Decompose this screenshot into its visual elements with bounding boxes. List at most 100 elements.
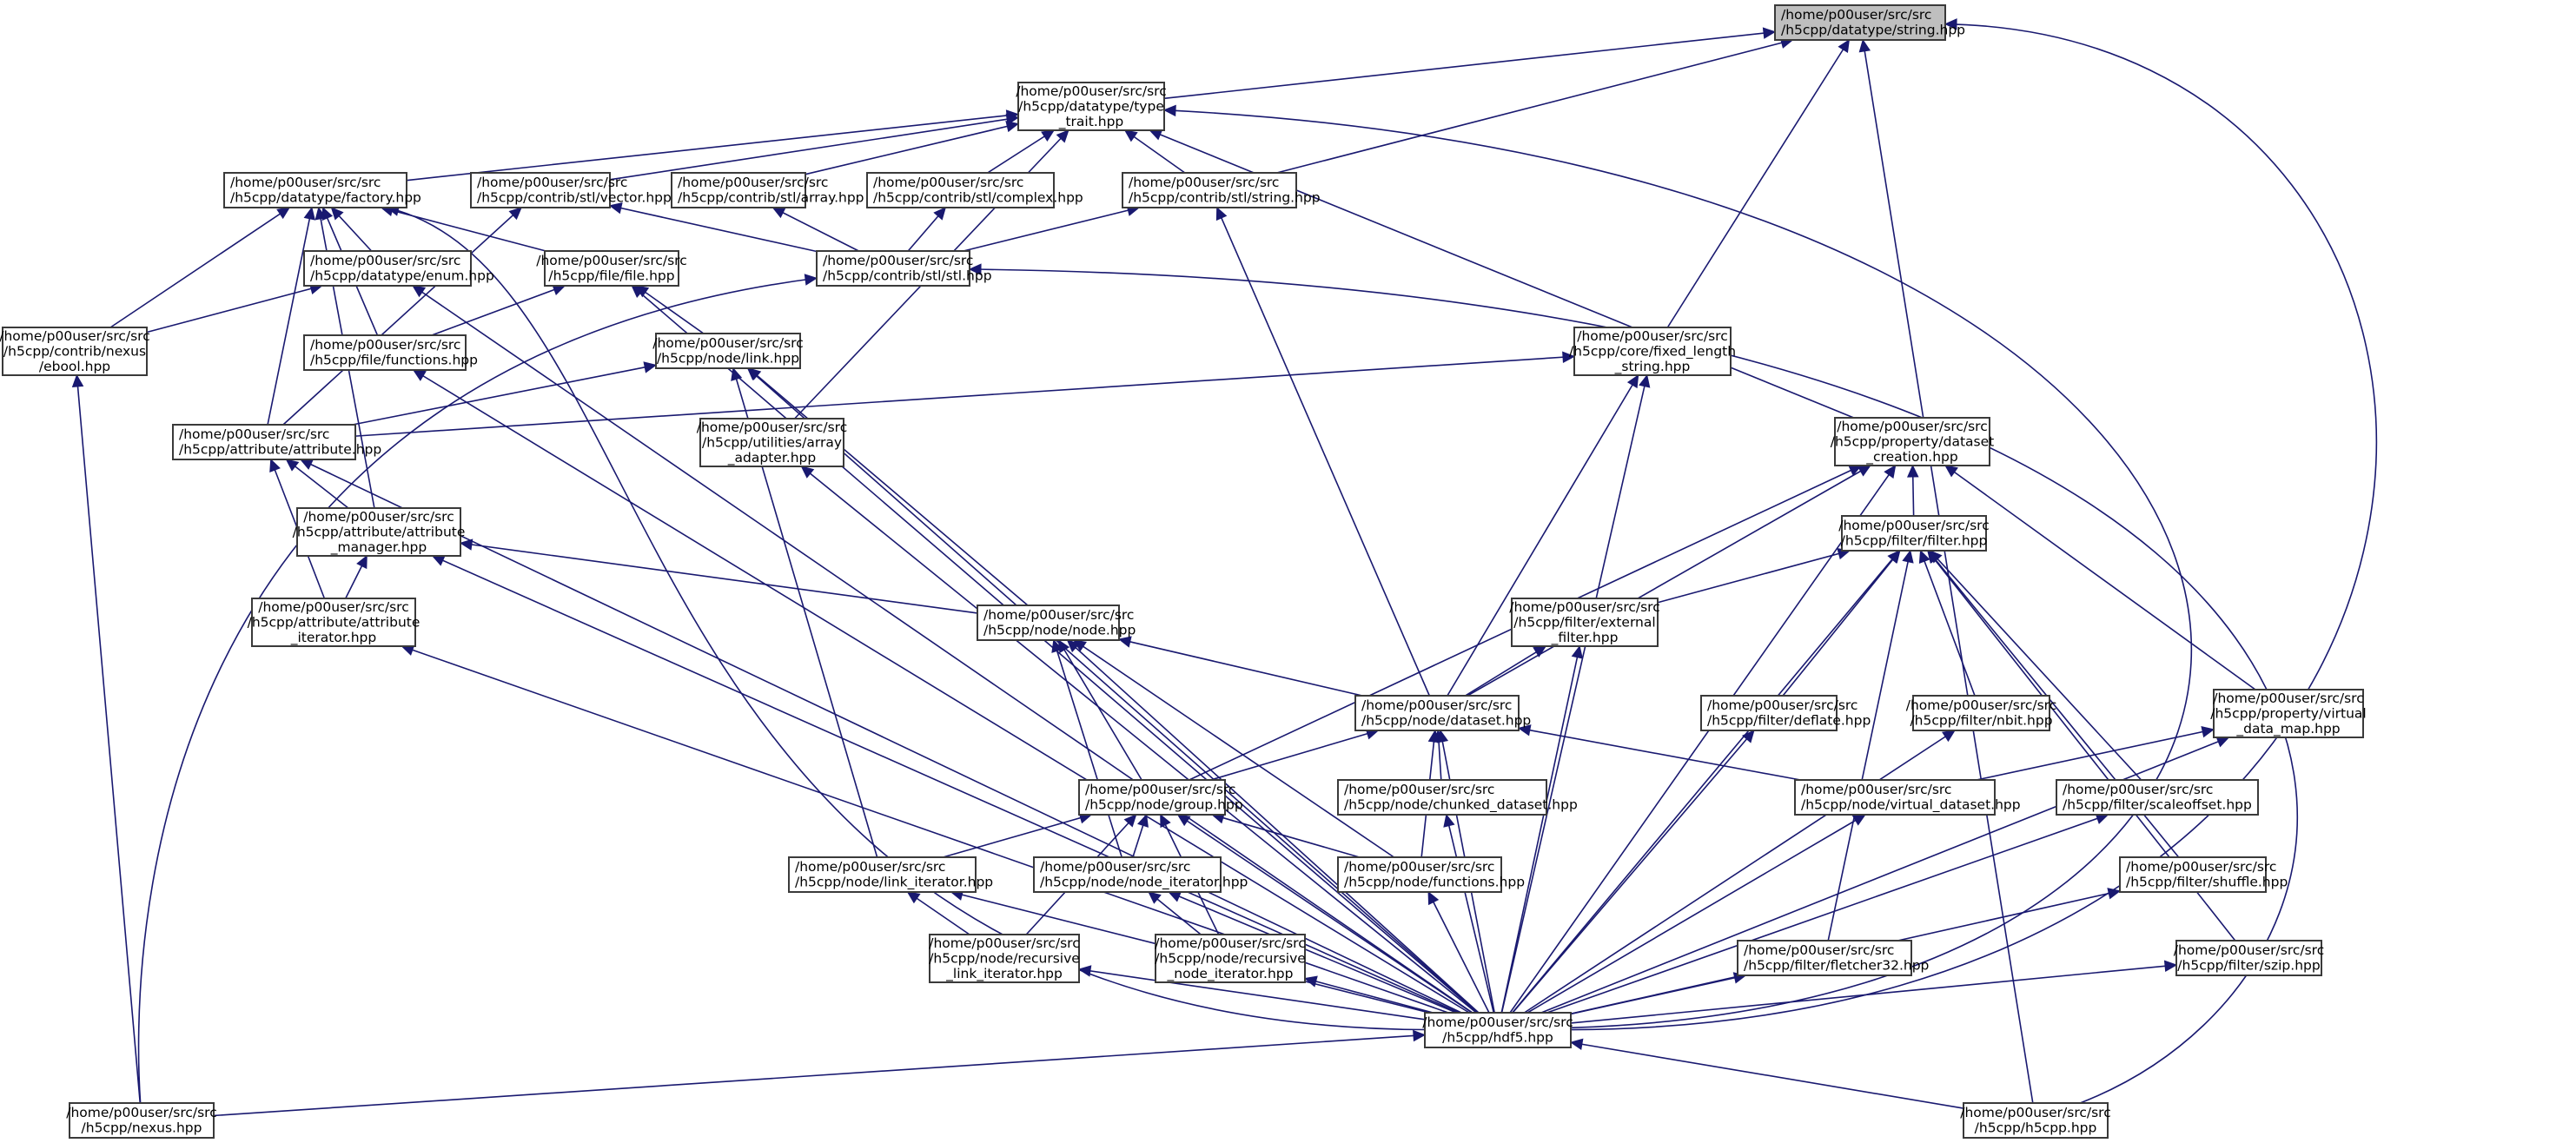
node-stl[interactable]: /home/p00user/src/src/h5cpp/contrib/stl/…	[816, 250, 992, 287]
node-box[interactable]	[470, 172, 611, 208]
node-factory[interactable]: /home/p00user/src/src/h5cpp/datatype/fac…	[223, 172, 421, 208]
node-box[interactable]	[655, 333, 801, 369]
node-box[interactable]	[1017, 82, 1165, 131]
node-box[interactable]	[788, 856, 977, 893]
node-vector[interactable]: /home/p00user/src/src/h5cpp/contrib/stl/…	[470, 172, 672, 208]
node-chunked-dataset[interactable]: /home/p00user/src/src/h5cpp/node/chunked…	[1337, 779, 1578, 816]
arrowhead-icon	[1626, 373, 1639, 389]
node-shuffle[interactable]: /home/p00user/src/src/h5cpp/filter/shuff…	[2119, 856, 2288, 893]
arrowhead-icon	[1123, 814, 1137, 828]
node-label-line: /h5cpp/filter/szip.hpp	[2177, 958, 2320, 974]
node-scaleoffset[interactable]: /home/p00user/src/src/h5cpp/filter/scale…	[2056, 779, 2259, 816]
node-virtual-data-map[interactable]: /home/p00user/src/src/h5cpp/property/vir…	[2210, 689, 2367, 738]
node-filter[interactable]: /home/p00user/src/src/h5cpp/filter/filte…	[1838, 515, 1990, 552]
edge-hdf5-to-recursive_node_iterator	[1304, 977, 1434, 1014]
node-link[interactable]: /home/p00user/src/src/h5cpp/node/link.hp…	[652, 333, 804, 369]
node-box[interactable]	[1737, 940, 1912, 976]
arrowhead-icon	[1443, 813, 1455, 828]
node-attribute-iterator[interactable]: /home/p00user/src/src/h5cpp/attribute/at…	[248, 598, 421, 647]
node-box[interactable]	[1963, 1102, 2109, 1139]
node-box[interactable]	[1337, 779, 1547, 816]
node-label-line: /home/p00user/src/src	[303, 509, 454, 525]
node-group[interactable]: /home/p00user/src/src/h5cpp/node/group.h…	[1078, 779, 1243, 816]
node-dataset-creation[interactable]: /home/p00user/src/src/h5cpp/property/dat…	[1831, 417, 1995, 466]
node-box[interactable]	[977, 605, 1120, 641]
node-label-line: /home/p00user/src/src	[66, 1105, 216, 1120]
node-box[interactable]	[1078, 779, 1226, 816]
node-box[interactable]	[1700, 695, 1838, 731]
node-external-filter[interactable]: /home/p00user/src/src/h5cpp/filter/exter…	[1509, 598, 1660, 647]
node-label-line: /h5cpp/datatype/factory.hpp	[230, 190, 421, 206]
node-box[interactable]	[2, 327, 148, 376]
node-box[interactable]	[1794, 779, 1996, 816]
arrowhead-icon	[1051, 638, 1063, 653]
node-label-line: /h5cpp/contrib/stl/string.hpp	[1129, 190, 1321, 206]
node-node-functions[interactable]: /home/p00user/src/src/h5cpp/node/functio…	[1337, 856, 1525, 893]
node-complex[interactable]: /home/p00user/src/src/h5cpp/contrib/stl/…	[866, 172, 1083, 208]
node-attribute-manager[interactable]: /home/p00user/src/src/h5cpp/attribute/at…	[293, 507, 466, 557]
node-type-trait[interactable]: /home/p00user/src/src/h5cpp/datatype/typ…	[1016, 82, 1167, 131]
edge-hdf5-to-fletcher32	[1570, 975, 1746, 1015]
node-recursive-node-iterator[interactable]: /home/p00user/src/src/h5cpp/node/recursi…	[1155, 934, 1306, 983]
node-dataset[interactable]: /home/p00user/src/src/h5cpp/node/dataset…	[1354, 695, 1531, 731]
node-szip[interactable]: /home/p00user/src/src/h5cpp/filter/szip.…	[2174, 940, 2324, 976]
node-label-line: /h5cpp/filter/external	[1513, 614, 1655, 630]
node-box[interactable]	[2119, 856, 2267, 893]
node-file-functions[interactable]: /home/p00user/src/src/h5cpp/file/functio…	[303, 334, 478, 371]
node-box[interactable]	[1573, 327, 1732, 376]
node-label-line: /home/p00user/src/src	[230, 175, 381, 190]
arrowhead-icon	[71, 373, 84, 388]
node-virtual-dataset[interactable]: /home/p00user/src/src/h5cpp/node/virtual…	[1794, 779, 2021, 816]
node-attribute[interactable]: /home/p00user/src/src/h5cpp/attribute/at…	[172, 424, 381, 460]
node-box[interactable]	[866, 172, 1055, 208]
node-box[interactable]	[816, 250, 970, 287]
node-box[interactable]	[1774, 4, 1946, 41]
node-node[interactable]: /home/p00user/src/src/h5cpp/node/node.hp…	[977, 605, 1136, 641]
node-recursive-link-iterator[interactable]: /home/p00user/src/src/h5cpp/node/recursi…	[929, 934, 1080, 983]
node-box[interactable]	[1354, 695, 1520, 731]
node-box[interactable]	[1511, 598, 1659, 647]
node-stl-string[interactable]: /home/p00user/src/src/h5cpp/contrib/stl/…	[1122, 172, 1321, 208]
node-array-adapter[interactable]: /home/p00user/src/src/h5cpp/utilities/ar…	[697, 418, 847, 467]
node-box[interactable]	[1424, 1012, 1572, 1048]
node-fixed-length[interactable]: /home/p00user/src/src/h5cpp/core/fixed_l…	[1569, 327, 1736, 376]
node-box[interactable]	[223, 172, 407, 208]
node-array[interactable]: /home/p00user/src/src/h5cpp/contrib/stl/…	[671, 172, 864, 208]
node-fletcher32[interactable]: /home/p00user/src/src/h5cpp/filter/fletc…	[1737, 940, 1929, 976]
node-h5cpp[interactable]: /home/p00user/src/src/h5cpp/h5cpp.hpp	[1960, 1102, 2111, 1139]
node-box[interactable]	[251, 598, 416, 647]
node-ebool[interactable]: /home/p00user/src/src/h5cpp/contrib/nexu…	[0, 327, 150, 376]
node-deflate[interactable]: /home/p00user/src/src/h5cpp/filter/defla…	[1700, 695, 1871, 731]
node-box[interactable]	[2175, 940, 2322, 976]
node-label-line: /home/p00user/src/src	[310, 253, 460, 268]
node-box[interactable]	[544, 250, 679, 287]
node-box[interactable]	[1337, 856, 1502, 893]
node-box[interactable]	[1912, 695, 2050, 731]
node-box[interactable]	[303, 334, 467, 371]
node-box[interactable]	[303, 250, 472, 287]
node-string[interactable]: /home/p00user/src/src/h5cpp/datatype/str…	[1774, 4, 1965, 41]
node-box[interactable]	[929, 934, 1080, 983]
node-box[interactable]	[671, 172, 806, 208]
node-box[interactable]	[2213, 689, 2364, 738]
node-box[interactable]	[1834, 417, 1990, 466]
node-hdf5[interactable]: /home/p00user/src/src/h5cpp/hdf5.hpp	[1422, 1012, 1573, 1048]
node-node-iterator[interactable]: /home/p00user/src/src/h5cpp/node/node_it…	[1033, 856, 1248, 893]
node-box[interactable]	[2056, 779, 2259, 816]
node-box[interactable]	[172, 424, 356, 460]
node-label-line: /h5cpp/datatype/string.hpp	[1781, 23, 1965, 38]
node-enum[interactable]: /home/p00user/src/src/h5cpp/datatype/enu…	[303, 250, 494, 287]
node-file[interactable]: /home/p00user/src/src/h5cpp/file/file.hp…	[536, 250, 687, 287]
arrowhead-icon	[459, 538, 473, 551]
node-box[interactable]	[296, 507, 461, 557]
node-box[interactable]	[1841, 515, 1987, 552]
node-box[interactable]	[1033, 856, 1222, 893]
node-nbit[interactable]: /home/p00user/src/src/h5cpp/filter/nbit.…	[1906, 695, 2056, 731]
node-nexus[interactable]: /home/p00user/src/src/h5cpp/nexus.hpp	[66, 1102, 217, 1139]
node-box[interactable]	[699, 418, 844, 467]
node-box[interactable]	[69, 1102, 215, 1139]
node-box[interactable]	[1122, 172, 1297, 208]
node-box[interactable]	[1155, 934, 1306, 983]
node-link-iterator[interactable]: /home/p00user/src/src/h5cpp/node/link_it…	[788, 856, 993, 893]
arrowhead-icon	[643, 361, 658, 373]
